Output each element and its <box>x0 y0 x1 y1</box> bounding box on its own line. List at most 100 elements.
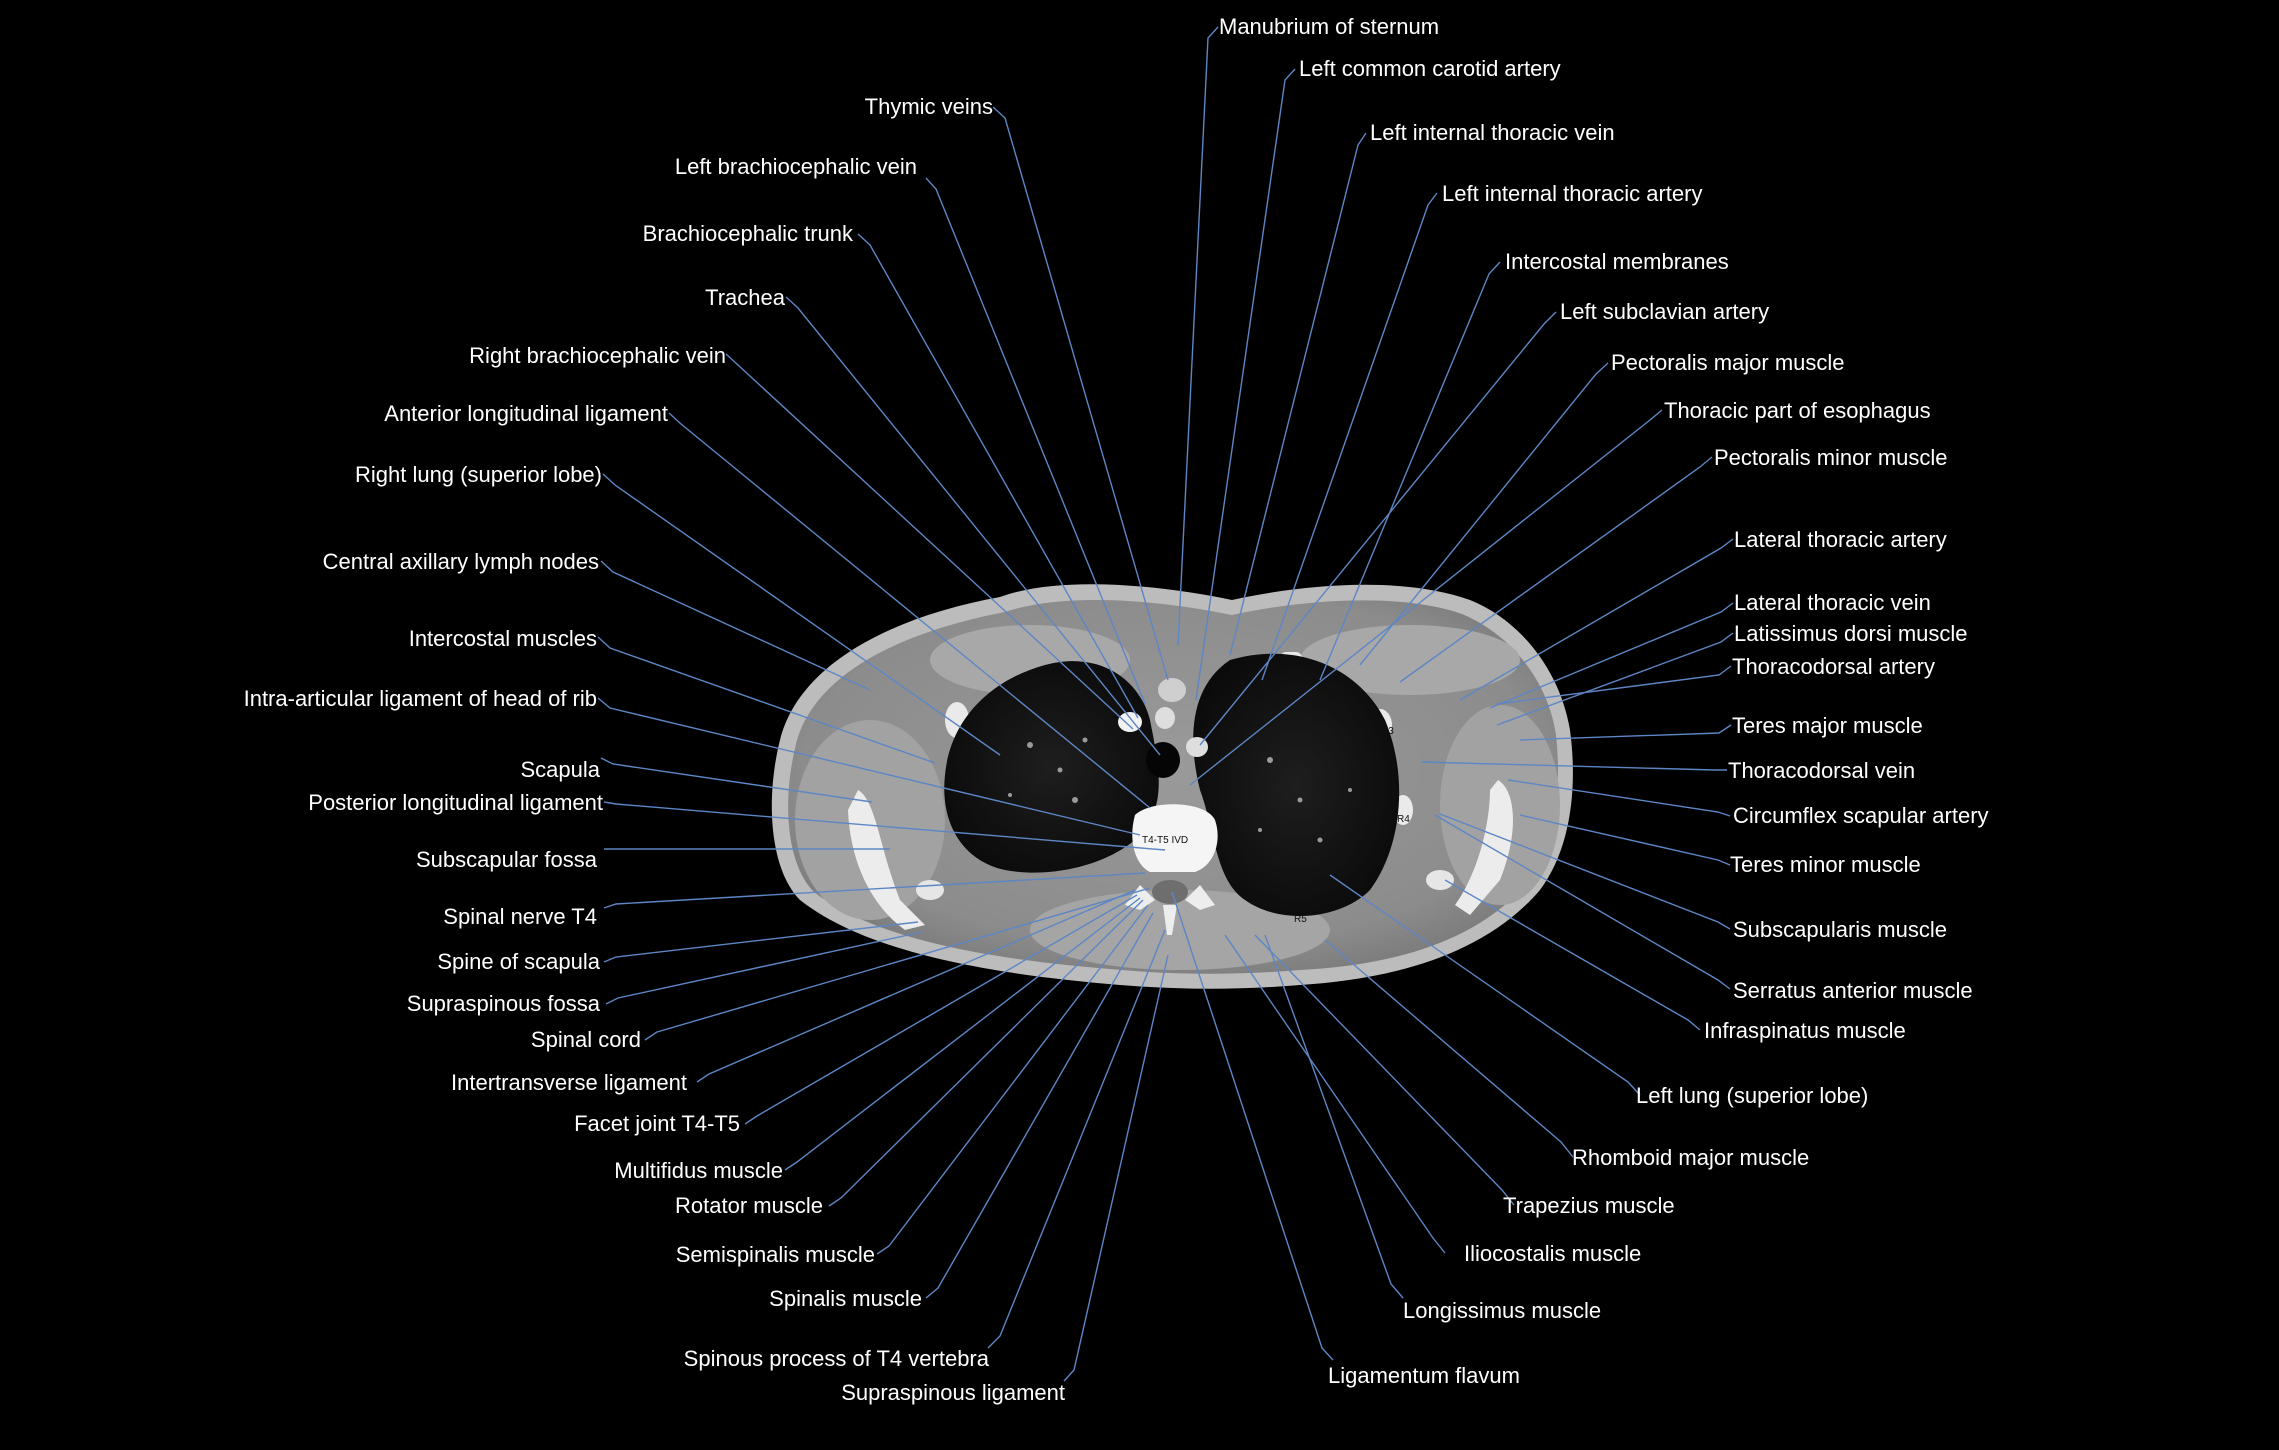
label-posterior-longitudinal-ligament: Posterior longitudinal ligament <box>308 790 603 815</box>
left-lung <box>1193 653 1400 917</box>
label-left-common-carotid-artery: Left common carotid artery <box>1299 56 1561 81</box>
label-right-lung-superior-lobe: Right lung (superior lobe) <box>355 462 602 487</box>
lung-vessel <box>1057 767 1063 773</box>
label-brachiocephalic-trunk: Brachiocephalic trunk <box>643 221 854 246</box>
leader-line <box>925 177 1146 705</box>
leader-line <box>876 904 1149 1255</box>
leader-line <box>828 899 1144 1207</box>
left-scapula <box>1455 780 1513 915</box>
leader-line <box>668 412 1151 809</box>
label-right-brachiocephalic-vein: Right brachiocephalic vein <box>469 343 726 368</box>
leader-line <box>1171 891 1334 1361</box>
leader-line <box>1324 939 1574 1158</box>
lung-vessel <box>1027 742 1033 748</box>
mediastinal-vessel-1 <box>1118 712 1142 732</box>
label-thoracic-part-of-esophagus: Thoracic part of esophagus <box>1664 398 1931 423</box>
leader-line <box>644 887 1151 1041</box>
label-ligamentum-flavum: Ligamentum flavum <box>1328 1363 1520 1388</box>
leader-line <box>784 897 1141 1171</box>
leader-line <box>1519 814 1731 866</box>
label-scapula: Scapula <box>520 757 600 782</box>
label-teres-major-muscle: Teres major muscle <box>1732 713 1923 738</box>
leader-line <box>597 697 1141 836</box>
label-supraspinous-ligament: Supraspinous ligament <box>841 1380 1065 1405</box>
leader-line <box>1264 934 1404 1299</box>
leader-line <box>1319 261 1501 681</box>
label-left-lung-superior-lobe: Left lung (superior lobe) <box>1636 1083 1868 1108</box>
label-intra-articular-ligament-of-head-of-rib: Intra-articular ligament of head of rib <box>244 686 597 711</box>
label-spinous-process-of-t4-vertebra: Spinous process of T4 vertebra <box>684 1346 990 1371</box>
leader-line <box>1496 665 1732 705</box>
label-rotator-muscle: Rotator muscle <box>675 1193 823 1218</box>
labels: Manubrium of sternum Left common carotid… <box>244 14 1989 1405</box>
leader-line <box>987 929 1166 1349</box>
label-thoracodorsal-artery: Thoracodorsal artery <box>1732 654 1935 679</box>
label-intercostal-membranes: Intercostal membranes <box>1505 249 1729 274</box>
label-iliocostalis-muscle: Iliocostalis muscle <box>1464 1241 1641 1266</box>
leader-line <box>1359 362 1609 666</box>
paraspinal-region <box>1030 890 1330 970</box>
label-spinal-nerve-t4: Spinal nerve T4 <box>443 904 597 929</box>
leader-line <box>602 473 1001 756</box>
leader-line <box>1439 813 1731 930</box>
label-serratus-anterior-muscle: Serratus anterior muscle <box>1733 978 1973 1003</box>
marker-r2: R2 <box>1282 654 1295 665</box>
label-left-subclavian-artery: Left subclavian artery <box>1560 299 1769 324</box>
leader-line <box>603 801 1166 851</box>
label-trapezius-muscle: Trapezius muscle <box>1503 1193 1675 1218</box>
label-thoracodorsal-vein: Thoracodorsal vein <box>1728 758 1915 783</box>
label-rhomboid-major-muscle: Rhomboid major muscle <box>1572 1145 1809 1170</box>
leader-line <box>992 106 1169 681</box>
label-anterior-longitudinal-ligament: Anterior longitudinal ligament <box>384 401 668 426</box>
label-latissimus-dorsi-muscle: Latissimus dorsi muscle <box>1734 621 1968 646</box>
label-spine-of-scapula: Spine of scapula <box>437 949 600 974</box>
leader-line <box>605 931 923 1005</box>
marker-r5: R5 <box>1294 914 1307 925</box>
label-intercostal-muscles: Intercostal muscles <box>409 626 597 651</box>
left-pectoral-region <box>1300 625 1520 695</box>
leader-line <box>1261 192 1438 681</box>
leader-line <box>725 353 1134 730</box>
leader-line <box>1507 779 1731 817</box>
label-subscapular-fossa: Subscapular fossa <box>416 847 598 872</box>
leader-line <box>1189 409 1663 786</box>
leader-line <box>1434 814 1731 990</box>
leader-line <box>1329 874 1641 1096</box>
leader-line <box>603 872 1146 909</box>
ct-slice: R2 R3 R4 R5 T4-T5 IVD <box>771 584 1573 989</box>
label-thymic-veins: Thymic veins <box>865 94 993 119</box>
lung-vessel <box>1348 788 1352 792</box>
leader-lines <box>597 26 1734 1382</box>
leader-line <box>744 894 1138 1125</box>
leader-line <box>597 636 936 764</box>
mediastinal-vessel-4 <box>1158 678 1186 702</box>
leader-line <box>1063 954 1169 1382</box>
label-teres-minor-muscle: Teres minor muscle <box>1730 852 1921 877</box>
left-rib-posterior <box>1426 870 1454 890</box>
leader-line <box>1399 456 1713 683</box>
lung-vessel <box>1072 797 1078 803</box>
mediastinal-vessel-2 <box>1155 707 1175 729</box>
label-central-axillary-lymph-nodes: Central axillary lymph nodes <box>323 549 599 574</box>
leader-line <box>1224 934 1446 1254</box>
label-multifidus-muscle: Multifidus muscle <box>614 1158 783 1183</box>
marker-r3: R3 <box>1381 726 1394 737</box>
leader-line <box>1459 538 1734 701</box>
label-circumflex-scapular-artery: Circumflex scapular artery <box>1733 803 1989 828</box>
label-lateral-thoracic-vein: Lateral thoracic vein <box>1734 590 1931 615</box>
label-spinal-cord: Spinal cord <box>531 1027 641 1052</box>
leader-line <box>1444 879 1701 1031</box>
label-supraspinous-fossa: Supraspinous fossa <box>407 991 601 1016</box>
label-trachea: Trachea <box>705 285 786 310</box>
leader-line <box>1229 132 1367 656</box>
leader-line <box>1489 602 1734 709</box>
lung-vessel <box>1082 737 1088 743</box>
right-rib-posterior <box>916 880 944 900</box>
leader-line <box>925 912 1154 1299</box>
label-manubrium-of-sternum: Manubrium of sternum <box>1219 14 1439 39</box>
leader-line <box>603 921 919 963</box>
label-lateral-thoracic-artery: Lateral thoracic artery <box>1734 527 1947 552</box>
lung-vessel <box>1008 793 1012 797</box>
label-subscapularis-muscle: Subscapularis muscle <box>1733 917 1947 942</box>
